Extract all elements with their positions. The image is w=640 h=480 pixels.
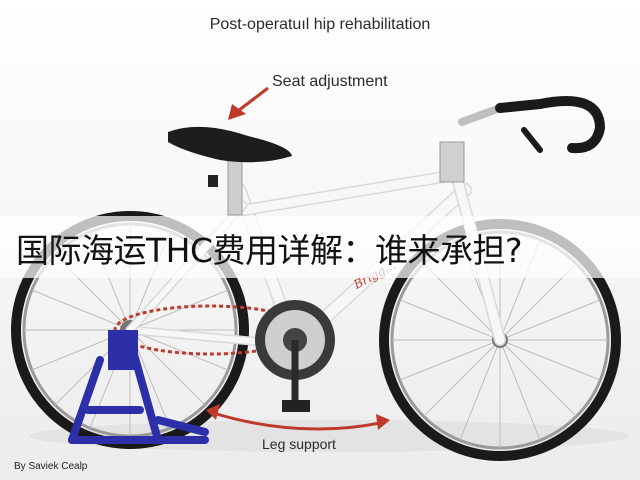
- crankset: [113, 300, 335, 412]
- seat-arrow: [228, 86, 269, 120]
- seat: [168, 126, 292, 216]
- leg-support-arrow: [206, 404, 390, 431]
- overlay-caption: 国际海运THC费用详解：谁来承担?: [16, 231, 523, 270]
- seat-adjustment-label: Seat adjustment: [272, 73, 388, 90]
- stand-clamp: [108, 330, 138, 370]
- image-title: Post-operatuıl hip rehabilitation: [209, 16, 431, 33]
- handlebar: [439, 96, 606, 183]
- credit-label: By Saviek Cealp: [14, 461, 88, 472]
- caption-band: [0, 216, 640, 278]
- leg-support-label: Leg support: [262, 436, 336, 452]
